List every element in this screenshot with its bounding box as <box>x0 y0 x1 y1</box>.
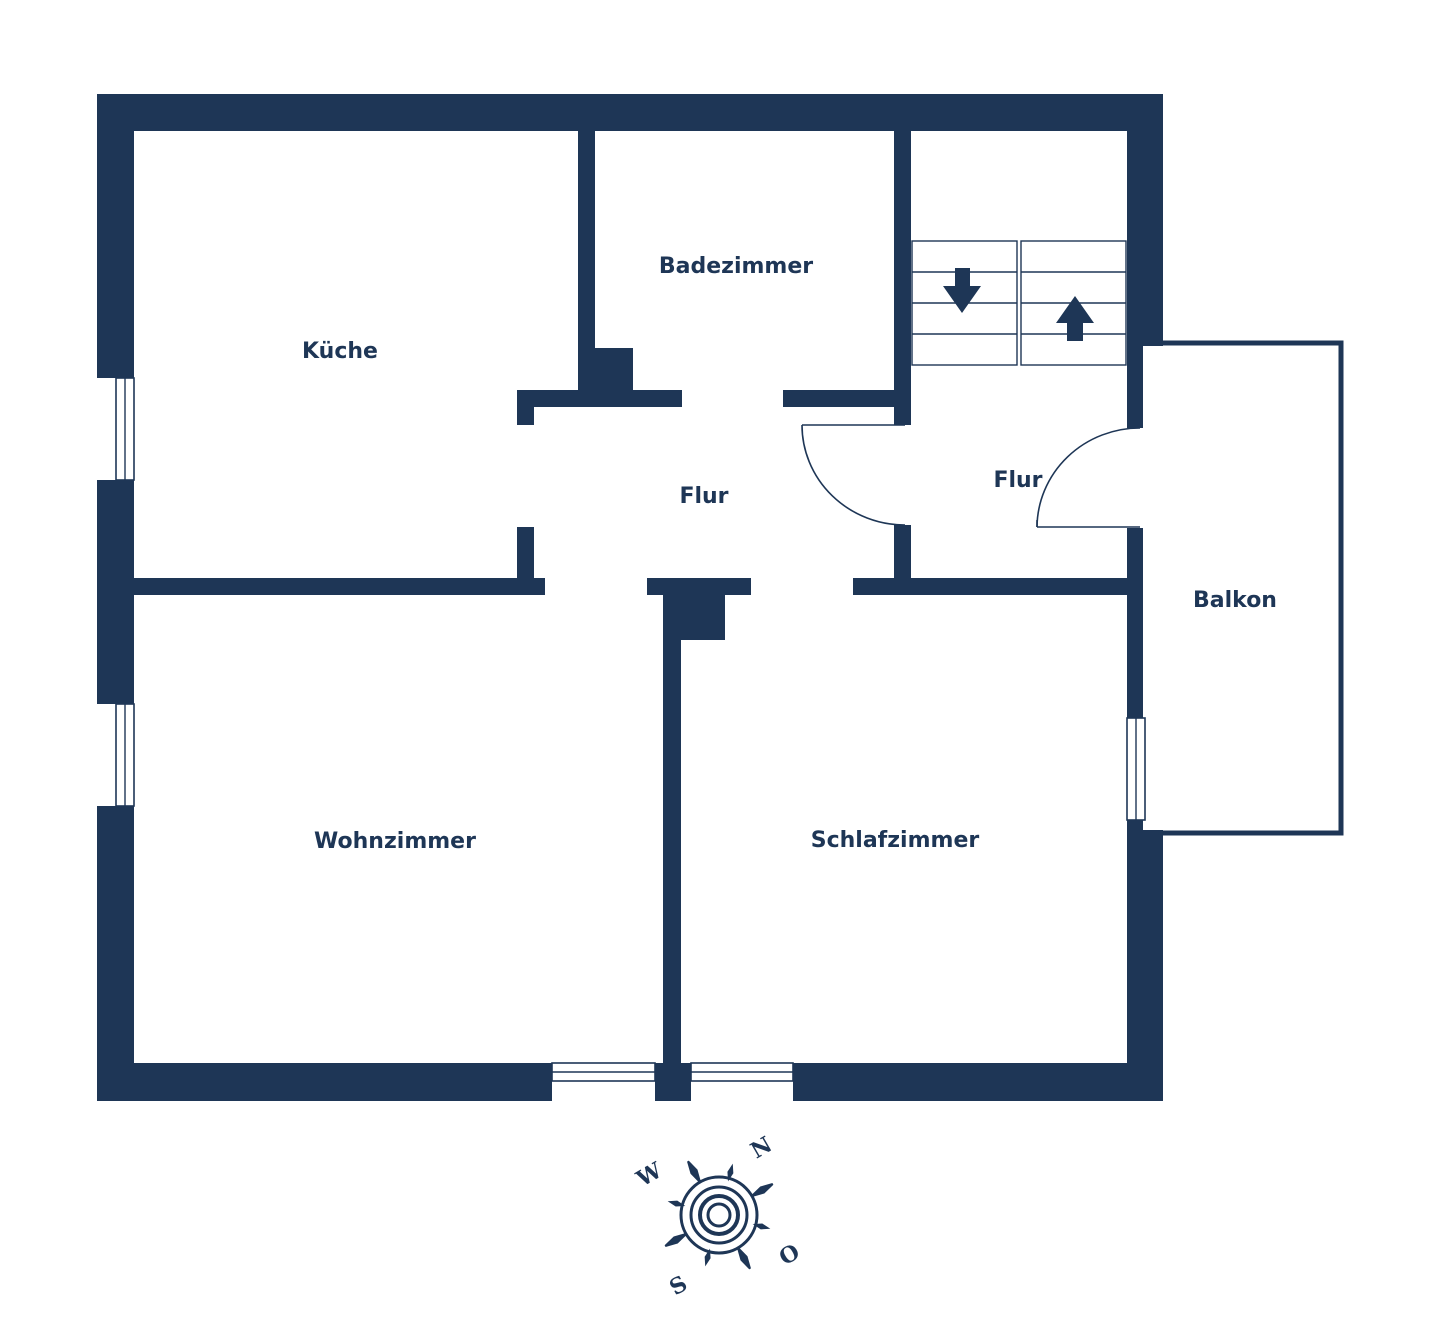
compass-east: O <box>775 1239 805 1271</box>
wall-kitchen-living <box>134 578 545 595</box>
room-label-kueche: Küche <box>302 339 378 364</box>
arrow-down-icon <box>943 268 981 313</box>
outer-wall-top <box>97 94 1163 131</box>
wall-center <box>663 578 681 1063</box>
window-bedroom-right <box>1126 717 1146 821</box>
outer-wall-bottom-3 <box>793 1063 1163 1101</box>
room-label-flur-main: Flur <box>679 484 728 509</box>
wall-bedroom-top <box>853 578 1127 595</box>
door-flur-left <box>801 424 906 526</box>
wall-kitchen-stub-bottom <box>517 527 534 587</box>
window-living-bottom <box>551 1062 656 1082</box>
room-label-flur-side: Flur <box>993 468 1042 493</box>
doors <box>801 424 1141 528</box>
outer-wall-left-2 <box>97 480 134 704</box>
outer-wall-right-1 <box>1127 94 1163 346</box>
outer-wall-bottom-2 <box>655 1063 691 1101</box>
window-kitchen <box>115 377 135 481</box>
chimney-upper <box>595 348 633 390</box>
chimney-lower <box>681 595 725 640</box>
wall-bath-bottom-right <box>783 390 911 407</box>
wall-bath-stair <box>894 131 911 425</box>
outer-wall-right-2 <box>1127 346 1143 428</box>
window-living-left <box>115 703 135 807</box>
arrow-up-icon <box>1056 296 1094 341</box>
staircase <box>911 240 1127 366</box>
outer-wall-left-1 <box>97 94 134 378</box>
window-bedroom-bottom <box>690 1062 794 1082</box>
outer-wall-left-3 <box>97 806 134 1101</box>
wall-center-top <box>647 578 751 595</box>
wall-flur-stub <box>894 525 911 585</box>
door-balcony <box>1036 427 1141 528</box>
outer-wall-right-3 <box>1127 528 1143 718</box>
wall-kitchen-stub-top <box>517 390 534 425</box>
outer-wall-right-4 <box>1127 820 1143 830</box>
compass-rose: N S W O <box>631 1132 805 1302</box>
outer-walls <box>97 94 1163 1101</box>
interior-walls <box>134 131 1127 1063</box>
compass-south: S <box>665 1271 692 1301</box>
wall-bath-bottom-left <box>517 390 682 407</box>
compass-west: W <box>631 1157 667 1193</box>
room-label-wohnzimmer: Wohnzimmer <box>314 829 476 854</box>
windows <box>115 377 1146 1082</box>
wall-kitchen-bath <box>578 131 595 390</box>
compass-north: N <box>746 1132 776 1165</box>
room-label-balkon: Balkon <box>1193 588 1277 613</box>
compass-icon <box>664 1160 774 1270</box>
room-label-badezimmer: Badezimmer <box>659 254 813 279</box>
balcony-outline <box>1143 340 1344 836</box>
outer-wall-bottom-1 <box>97 1063 552 1101</box>
outer-wall-right-5 <box>1127 830 1163 1101</box>
room-label-schlafzimmer: Schlafzimmer <box>811 828 980 853</box>
